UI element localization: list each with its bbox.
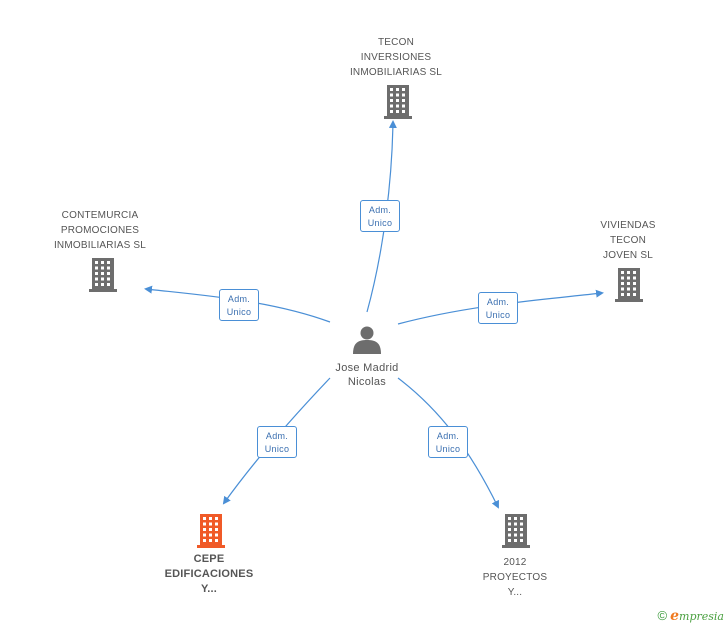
copyright-symbol: © [657,608,668,623]
company-label-line: PROYECTOS [482,572,548,583]
role-badge-line: Unico [485,310,511,320]
building-icon [502,514,530,548]
company-label-line: INMOBILIARIAS SL [349,67,443,78]
role-badge-line: Unico [264,444,290,454]
company-label-line: JOVEN SL [603,250,653,261]
company-label-line: VIVIENDAS [600,220,656,231]
role-badge-line: Adm. [227,294,251,304]
role-badge-viviendas-tecon[interactable]: Adm. Unico [478,292,518,324]
role-badge-cepe[interactable]: Adm. Unico [257,426,297,458]
role-badge-proyectos-2012[interactable]: Adm. Unico [428,426,468,458]
role-badge-line: Adm. [368,205,392,215]
company-label-line: CONTEMURCIA [61,210,139,221]
company-label-viviendas-tecon[interactable]: VIVIENDAS TECON JOVEN SL [558,218,698,263]
role-badge-contemurcia[interactable]: Adm. Unico [219,289,259,321]
company-label-tecon-inversiones[interactable]: TECON INVERSIONES INMOBILIARIAS SL [326,35,466,80]
company-label-line: Y... [200,583,218,595]
company-label-cepe[interactable]: CEPE EDIFICACIONES Y... [139,552,279,597]
building-icon [384,85,412,119]
role-badge-line: Unico [367,218,393,228]
role-badge-line: Unico [226,307,252,317]
company-label-line: TECON [610,235,646,246]
company-label-line: TECON [378,37,414,48]
brand-rest: mpresia [679,610,724,623]
building-icon [197,514,225,548]
role-badge-tecon-inversiones[interactable]: Adm. Unico [360,200,400,232]
building-icon [615,268,643,302]
role-badge-line: Adm. [436,431,460,441]
empresia-logo: © empresia [657,608,724,624]
company-label-line: INMOBILIARIAS SL [53,240,147,251]
brand-e: e [670,608,680,624]
person-name-line: Nicolas [347,376,387,388]
company-label-line: EDIFICACIONES [164,568,254,580]
role-badge-line: Adm. [265,431,289,441]
role-badge-line: Unico [435,444,461,454]
company-label-line: INVERSIONES [360,52,432,63]
role-badge-line: Adm. [486,297,510,307]
building-icon [89,258,117,292]
company-label-line: Y... [507,587,523,598]
company-label-line: CEPE [193,553,225,565]
company-label-contemurcia[interactable]: CONTEMURCIA PROMOCIONES INMOBILIARIAS SL [30,208,170,253]
company-label-line: PROMOCIONES [60,225,140,236]
person-name-line: Jose Madrid [335,362,399,374]
company-label-line: 2012 [503,557,527,568]
person-icon [353,326,381,354]
